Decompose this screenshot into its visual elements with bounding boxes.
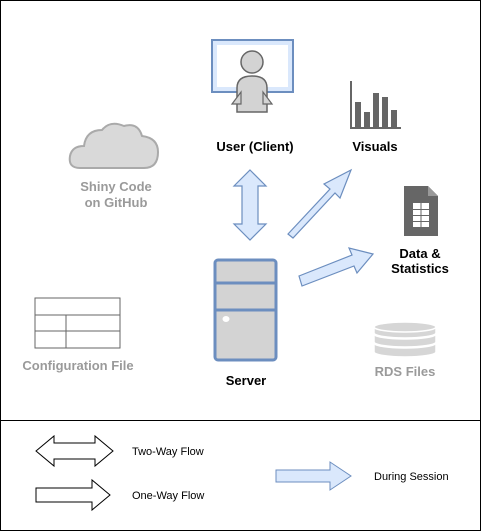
shiny-code-label-line1: Shiny Code [80, 179, 152, 194]
data-statistics-label-line1: Data & [399, 246, 440, 261]
cloud-icon [68, 122, 160, 169]
bar-chart-icon [350, 81, 401, 129]
server-label: Server [226, 373, 266, 388]
legend-during-session-arrow-icon [275, 461, 352, 491]
shiny-code-label-line2: on GitHub [85, 195, 148, 210]
database-icon [373, 321, 437, 358]
server-to-visuals-arrow [287, 168, 353, 239]
data-statistics-label-line2: Statistics [391, 261, 449, 276]
legend-two-way-label: Two-Way Flow [132, 446, 204, 458]
user-server-two-way-arrow [232, 169, 268, 241]
legend-two-way-arrow-icon [35, 434, 114, 468]
configuration-file-label: Configuration File [22, 358, 133, 373]
server-to-data-arrow [298, 247, 375, 287]
user-monitor-icon [211, 39, 294, 113]
visuals-label: Visuals [352, 139, 397, 154]
rds-files-label: RDS Files [375, 364, 436, 379]
server-icon [213, 258, 278, 362]
legend-during-session-label: During Session [374, 471, 449, 483]
table-icon [34, 297, 121, 349]
spreadsheet-file-icon [404, 186, 438, 236]
legend-one-way-arrow-icon [35, 478, 111, 512]
user-client-label: User (Client) [216, 139, 293, 154]
legend-one-way-label: One-Way Flow [132, 490, 204, 502]
